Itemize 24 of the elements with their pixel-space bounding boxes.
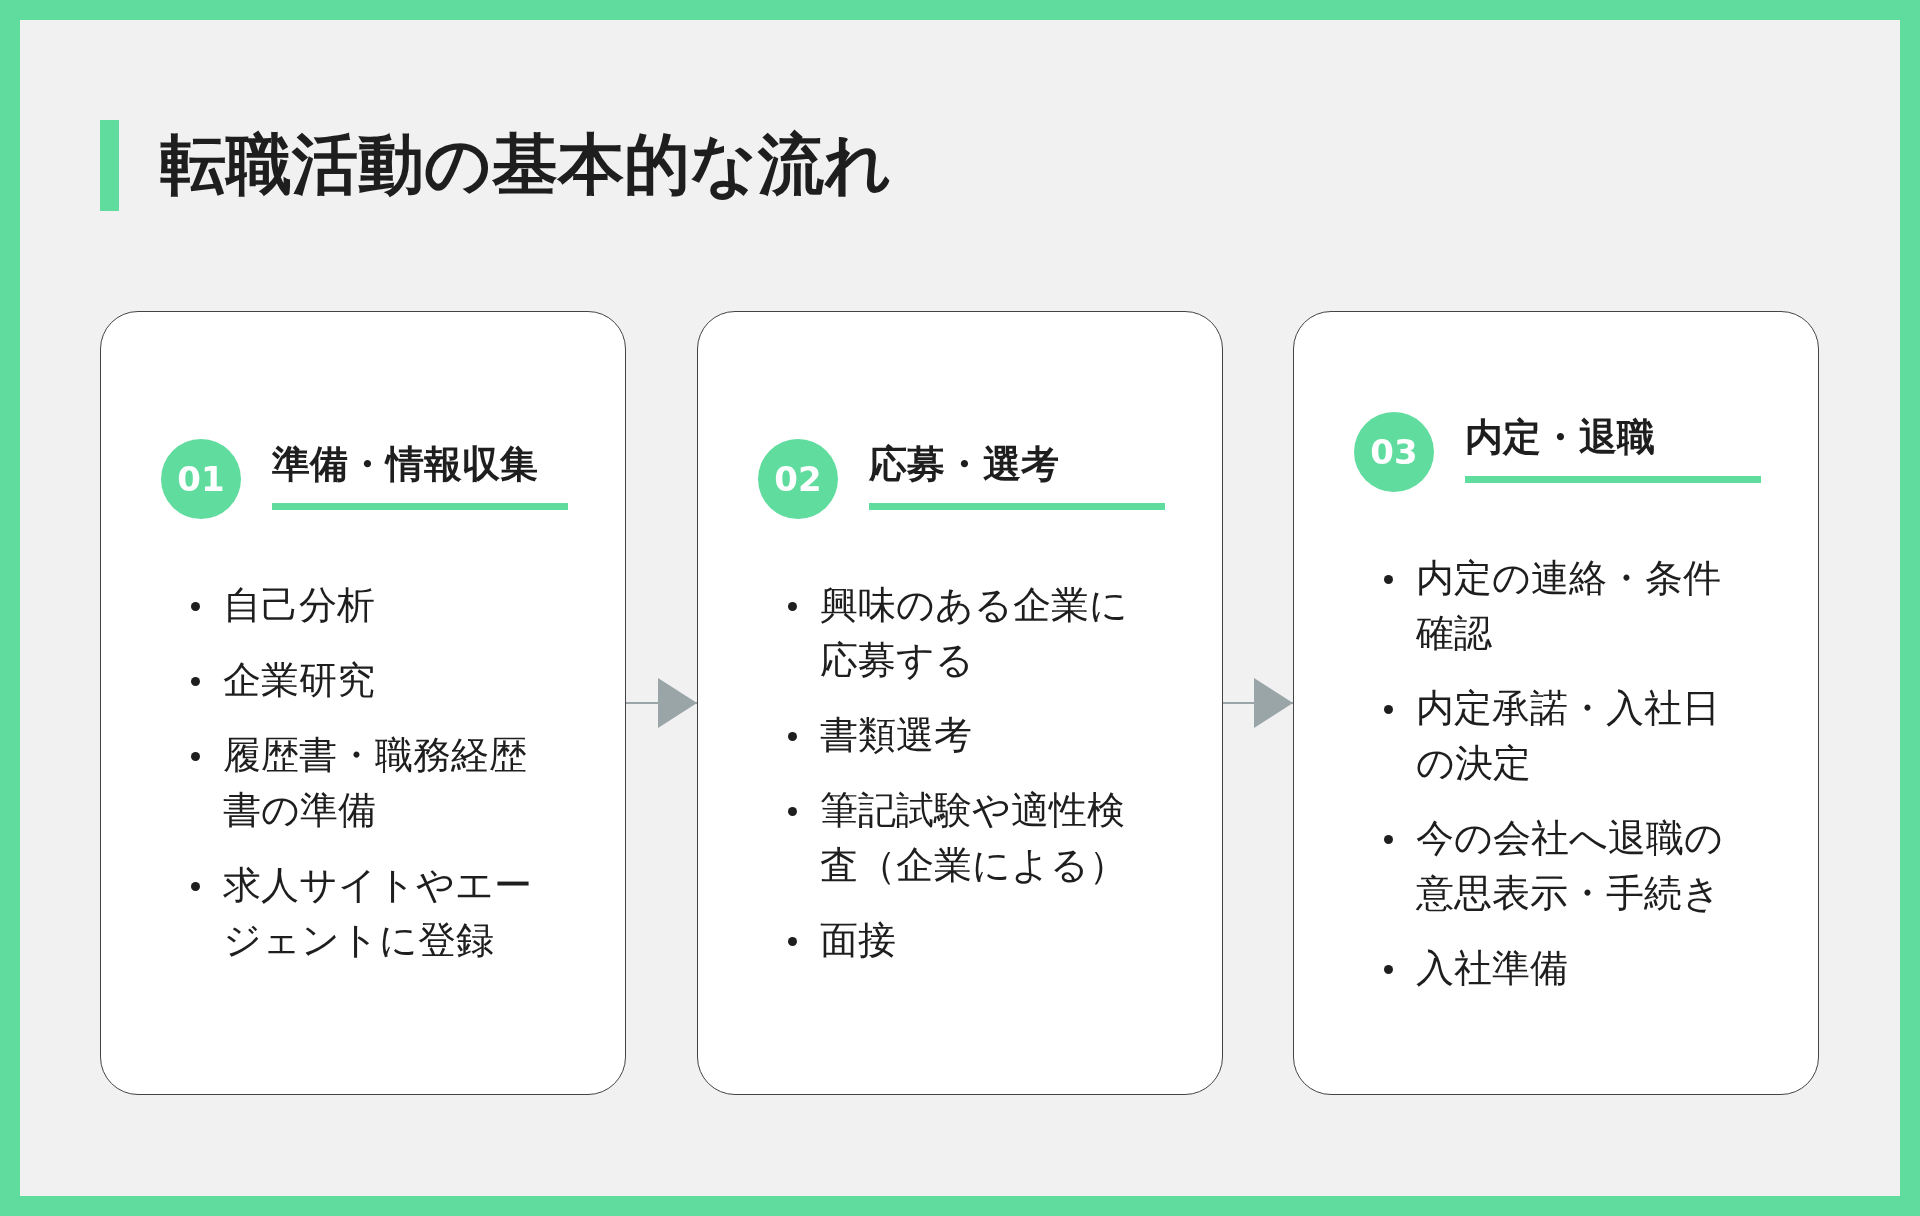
step-heading: 準備・情報収集 — [272, 441, 538, 488]
step-number-circle: 02 — [758, 439, 838, 519]
title: 転職活動の基本的な流れ — [160, 125, 892, 205]
bullet-item: 書類選考 — [786, 708, 1132, 763]
step-card — [100, 311, 626, 1095]
bullet-item: 内定承諾・入社日の決定 — [1382, 681, 1728, 791]
bullet-item: 入社準備 — [1382, 941, 1728, 996]
step-heading: 応募・選考 — [869, 441, 1059, 488]
bullet-item: 履歴書・職務経歴書の準備 — [189, 728, 535, 838]
step-heading: 内定・退職 — [1465, 414, 1655, 461]
step-card — [697, 311, 1223, 1095]
step-number-circle: 01 — [161, 439, 241, 519]
bullet-item: 自己分析 — [189, 578, 535, 633]
arrow — [625, 678, 698, 728]
bullet-item: 企業研究 — [189, 653, 535, 708]
arrow — [1222, 678, 1294, 728]
bullet-item: 内定の連絡・条件確認 — [1382, 551, 1728, 661]
step-number-circle: 03 — [1354, 412, 1434, 492]
bullet-item: 求人サイトやエージェントに登録 — [189, 858, 535, 968]
bullet-item: 今の会社へ退職の意思表示・手続き — [1382, 811, 1728, 921]
bullet-item: 面接 — [786, 913, 1132, 968]
bullet-item: 筆記試験や適性検査（企業による） — [786, 783, 1132, 893]
bullet-item: 興味のある企業に応募する — [786, 578, 1132, 688]
step-card — [1293, 311, 1819, 1095]
